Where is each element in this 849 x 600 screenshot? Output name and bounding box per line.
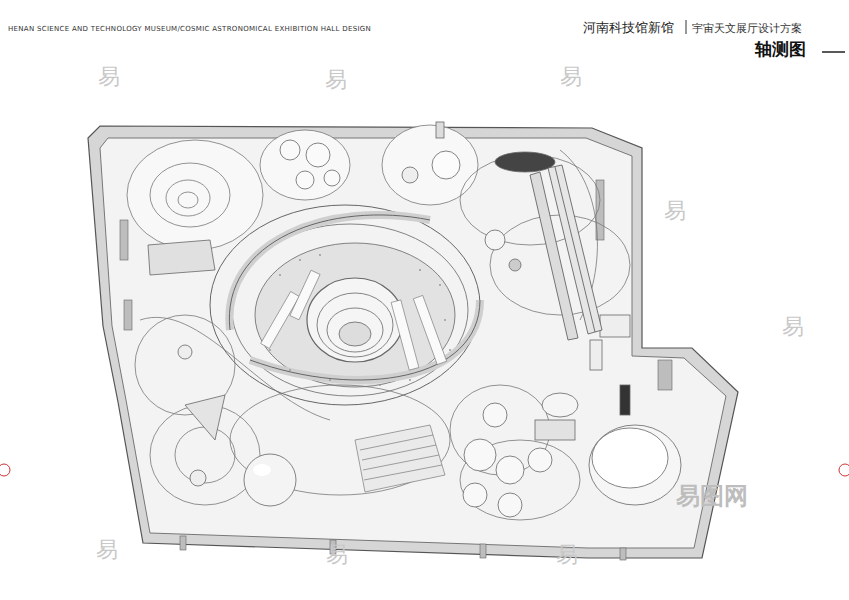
columns	[261, 270, 447, 370]
watermark: 易	[782, 312, 804, 342]
central-spiral	[210, 205, 480, 405]
building-wall	[88, 126, 738, 558]
project-title-cn: 河南科技馆新馆	[583, 19, 674, 37]
gravel	[269, 254, 451, 386]
page-mark	[0, 464, 10, 476]
stairs	[355, 425, 445, 492]
watermark: 易	[326, 540, 348, 570]
project-title-en: HENAN SCIENCE AND TECHNOLOGY MUSEUM/COSM…	[8, 25, 371, 33]
drawing-subtitle: 宇宙天文展厅设计方案	[692, 21, 802, 36]
heading-rule	[822, 51, 845, 53]
watermark: 易	[664, 196, 686, 226]
watermark: 易图网	[676, 480, 748, 512]
watermark: 易	[96, 535, 118, 565]
watermark: 易	[98, 62, 120, 92]
watermark: 易	[325, 65, 347, 95]
watermark: 易	[560, 62, 582, 92]
page-mark	[839, 464, 849, 476]
watermark: 易	[556, 540, 578, 570]
drawing-title: 轴测图	[755, 38, 806, 61]
exhibit-objects	[148, 122, 681, 517]
exhibit-zones	[127, 125, 630, 520]
escalator	[530, 165, 602, 340]
separator	[686, 20, 687, 34]
